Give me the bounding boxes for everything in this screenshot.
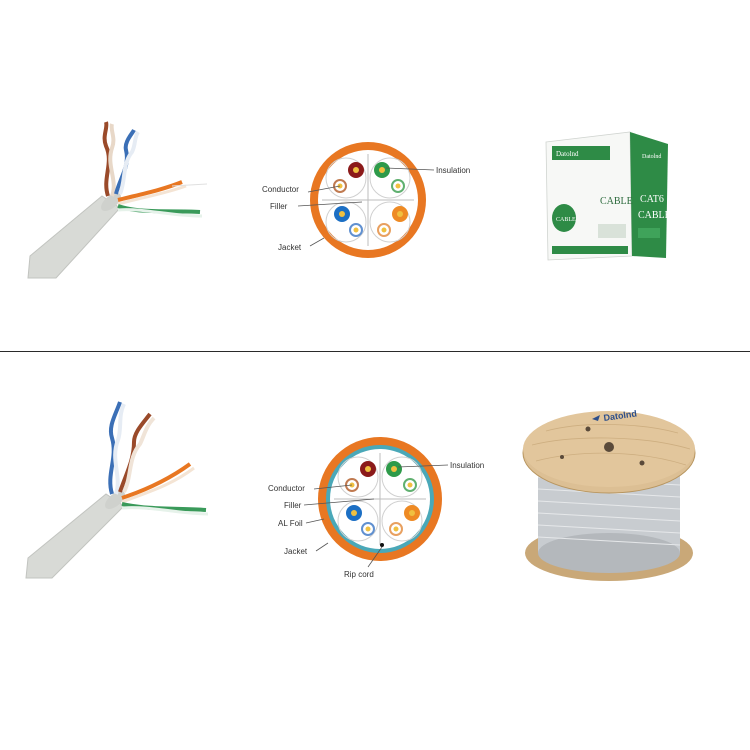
utp-cable-image (22, 118, 212, 283)
al-foil-label: AL Foil (278, 519, 303, 528)
cable-reel-image: Datolnd (522, 405, 697, 585)
insulation-label: Insulation (436, 166, 470, 175)
jacket-label: Jacket (284, 547, 308, 556)
rip-cord-label: Rip cord (344, 570, 374, 579)
reel-brand-label: Datolnd (603, 408, 638, 423)
jacket-label: Jacket (278, 243, 302, 252)
insulation-label: Insulation (450, 461, 484, 470)
ftp-cable-image (22, 398, 212, 583)
reel-logo-icon (592, 415, 600, 421)
box-front-word: CABLE (600, 196, 633, 207)
bottom-product-section: Conductor Filler AL Foil Jacket Rip cord… (0, 353, 750, 750)
conductor-label: Conductor (262, 185, 299, 194)
ftp-cross-section-diagram: Conductor Filler AL Foil Jacket Rip cord… (262, 433, 502, 593)
conductor-label: Conductor (268, 484, 305, 493)
box-logo-emblem (552, 204, 576, 232)
ftp-cable-drawing (25, 401, 209, 579)
cable-box-image: Datolnd CABLE CABLE Datolnd CAT6 CABLE (542, 128, 672, 263)
utp-cross-section-diagram: Conductor Filler Jacket Insulation (258, 140, 488, 265)
box-side-brand: Datolnd (642, 154, 661, 160)
box-brand-label: Datolnd (556, 150, 579, 158)
utp-cable-drawing (27, 121, 208, 279)
box-logo-word: CABLE (556, 217, 576, 223)
section-divider (0, 351, 750, 352)
filler-label: Filler (270, 202, 288, 211)
top-product-section: Conductor Filler Jacket Insulation Datol… (0, 0, 750, 352)
filler-label: Filler (284, 501, 302, 510)
box-side-line1: CAT6 (640, 194, 664, 205)
box-side-line2: CABLE (638, 210, 671, 221)
